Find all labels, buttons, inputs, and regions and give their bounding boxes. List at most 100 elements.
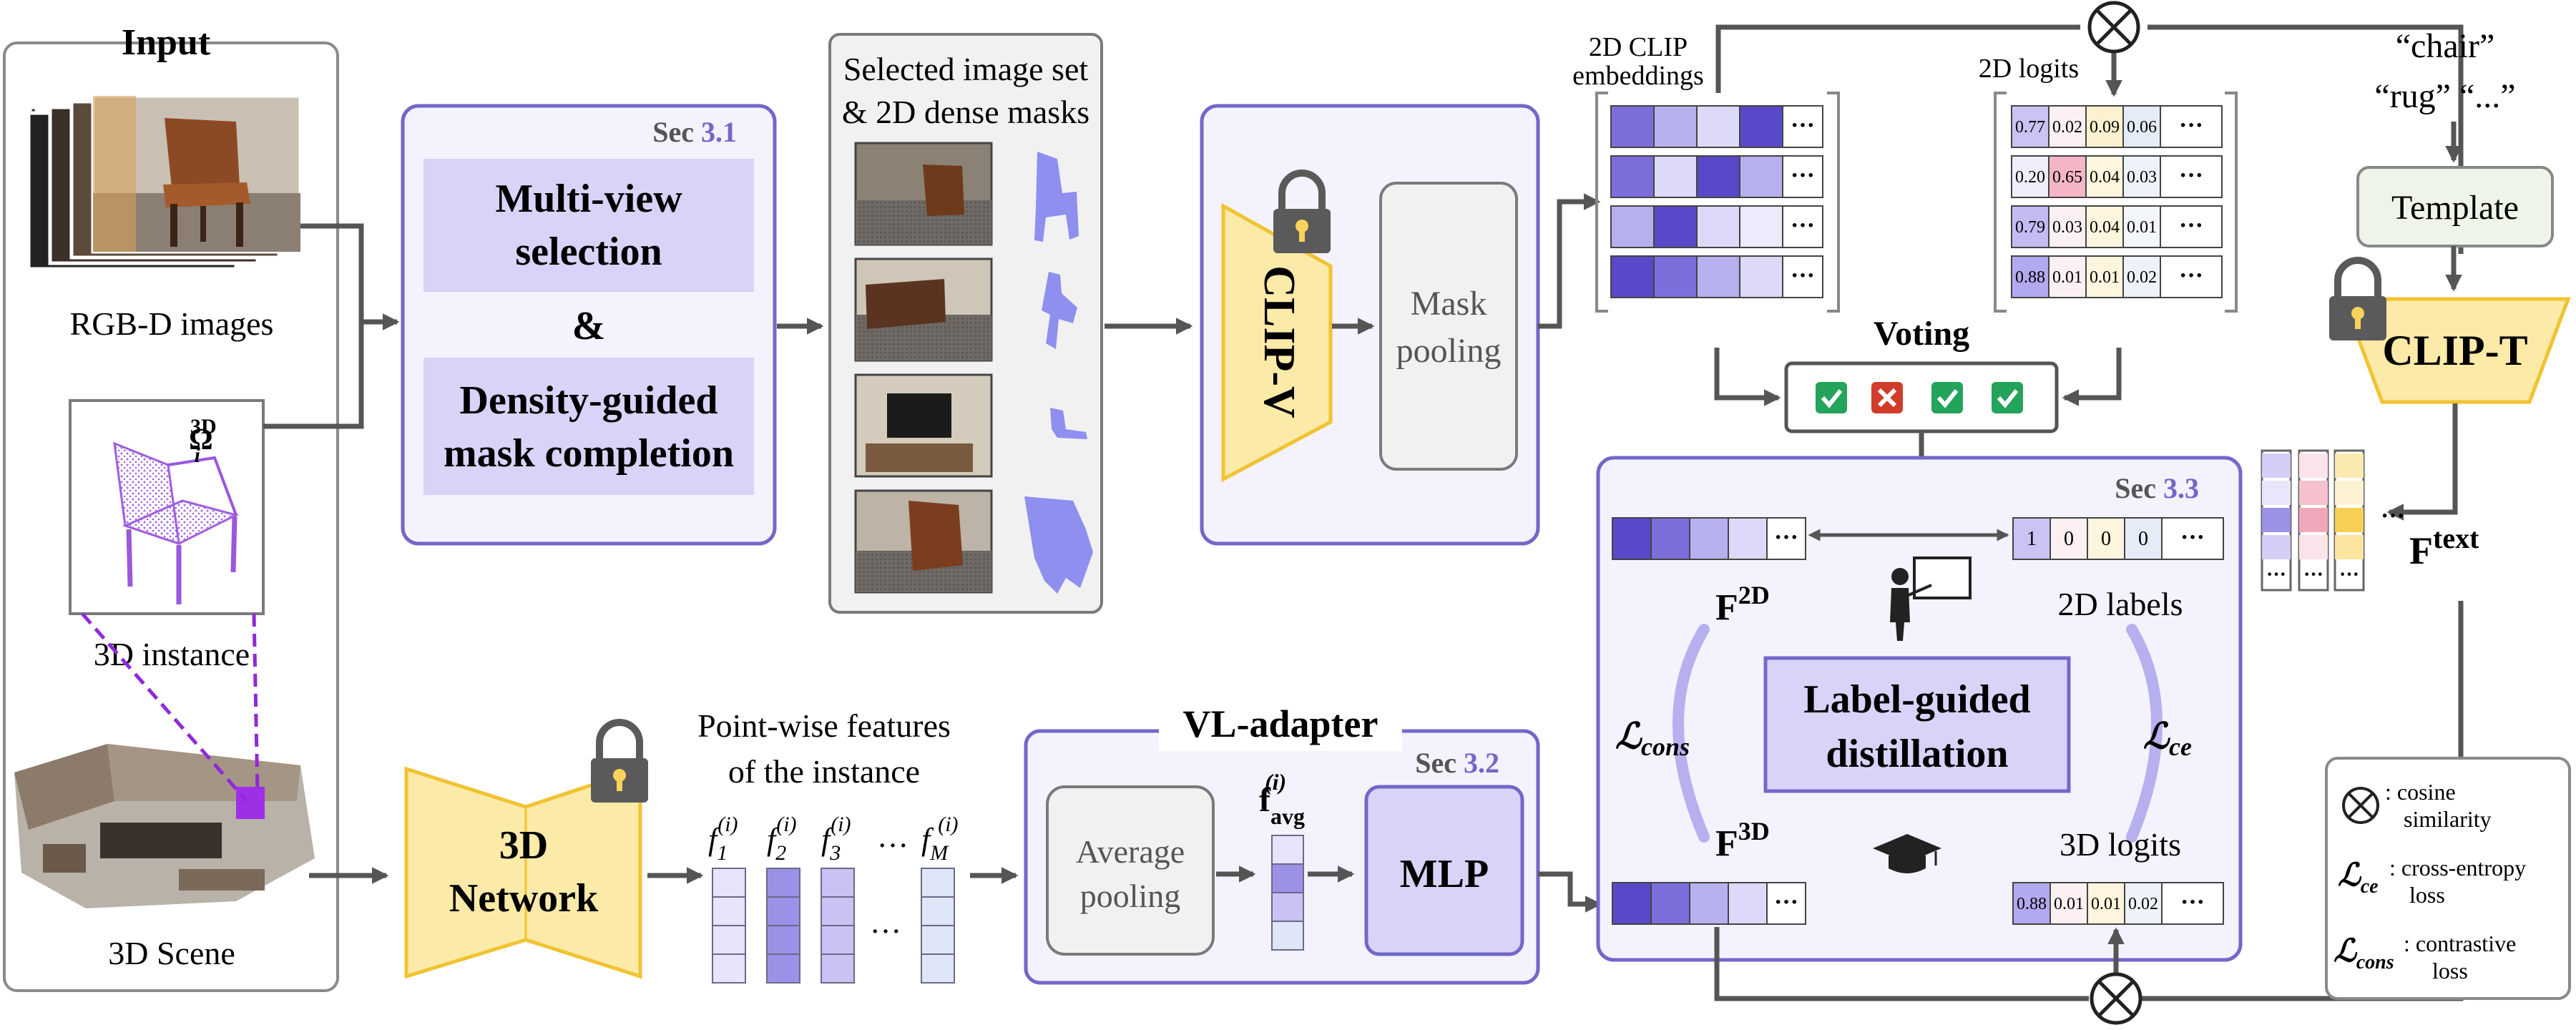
ampersand: & <box>572 304 606 348</box>
section-33-panel: Sec 3.3 ··· 1 0 0 0 ··· F2D 2D labels <box>1596 456 2243 962</box>
f3d-vector <box>1612 882 1806 925</box>
mask-chair-3 <box>1050 408 1087 439</box>
average-pooling-box <box>1046 785 1215 956</box>
distillation-line1: Label-guided <box>1803 677 2030 722</box>
clip-t-trapezoid <box>2341 297 2571 404</box>
feature-label-1: f1(i) <box>708 813 738 865</box>
mask-pooling-box <box>1379 182 1518 471</box>
mask-chair-4 <box>1024 496 1093 594</box>
feature-column-2 <box>766 868 800 984</box>
labels-2d-vector <box>2012 517 2224 560</box>
network-line2: Network <box>449 876 599 921</box>
network-3d: 3D Network <box>404 719 648 979</box>
svg-text:···: ··· <box>1791 162 1815 189</box>
distillation-line2: distillation <box>1826 732 2008 776</box>
embedding-row-4: ··· <box>1610 255 1823 298</box>
svg-text:···: ··· <box>1791 263 1815 289</box>
clip-embeddings-block: 2D CLIP embeddings ··· ··· ··· <box>1572 32 1840 313</box>
average-pooling-line2: pooling <box>1080 878 1181 914</box>
mask-pooling-line2: pooling <box>1396 332 1502 370</box>
label-guided-distillation-box <box>1763 656 2071 793</box>
svg-text:···: ··· <box>2303 564 2323 586</box>
svg-text:0.09: 0.09 <box>2090 118 2120 137</box>
embeddings-left-bracket <box>1595 92 1608 313</box>
legend-ce-line1: : cross-entropy <box>2389 855 2526 881</box>
cosine-similarity-icon <box>2090 972 2142 1025</box>
svg-text:···: ··· <box>2381 503 2405 529</box>
clip-t-label: CLIP-T <box>2382 327 2527 374</box>
rgbd-image-stack: · · · <box>26 94 303 271</box>
legend-ce-line2: loss <box>2409 882 2445 908</box>
svg-text:···: ··· <box>2339 564 2359 586</box>
density-completion-box <box>423 358 754 495</box>
instance-symbol: Ωi3D <box>189 415 217 467</box>
svg-text:···: ··· <box>2179 263 2203 289</box>
teacher-icon <box>1890 556 1972 641</box>
vl-adapter-panel: VL-adapter Sec 3.2 Average pooling favg(… <box>1024 702 1540 985</box>
legend-cons-line2: loss <box>2432 958 2468 984</box>
svg-text:0.01: 0.01 <box>2091 895 2121 913</box>
svg-text:0.03: 0.03 <box>2052 218 2082 237</box>
density-line2: mask completion <box>444 431 734 476</box>
rgbd-label: RGB-D images <box>70 305 274 342</box>
svg-text:···: ··· <box>1774 889 1798 916</box>
graduation-cap-icon <box>1873 834 1941 873</box>
svg-text:0.02: 0.02 <box>2127 268 2157 287</box>
class-word-2: “rug” “...” <box>2374 77 2515 115</box>
svg-text:0.06: 0.06 <box>2127 118 2157 137</box>
selected-image-2 <box>854 258 993 362</box>
sec31-tag: Sec 3.1 <box>652 116 737 148</box>
svg-text:0.01: 0.01 <box>2054 895 2084 913</box>
selected-image-1 <box>854 142 993 246</box>
chair-photo <box>163 118 250 247</box>
voting-block: Voting <box>1784 315 2059 433</box>
density-line1: Density-guided <box>460 378 718 423</box>
f2d-label: F2D <box>1715 581 1770 628</box>
mlp-label: MLP <box>1400 852 1489 896</box>
mask-chair-1 <box>1034 152 1079 242</box>
svg-text:0.79: 0.79 <box>2015 218 2045 237</box>
feature-label-2: f2(i) <box>767 813 797 865</box>
svg-text:0: 0 <box>2064 528 2074 550</box>
labels-2d-title: 2D labels <box>2057 586 2183 622</box>
embedding-row-1: ··· <box>1610 105 1823 148</box>
cosine-legend-icon <box>2342 787 2379 824</box>
svg-text:0.02: 0.02 <box>2128 895 2158 913</box>
sec33-tag: Sec 3.3 <box>2115 472 2199 504</box>
legend-cos-line1: : cosine <box>2385 779 2456 805</box>
multiview-selection-box <box>423 159 754 292</box>
embedding-row-2: ··· <box>1610 155 1823 198</box>
logits-2d-label: 2D logits <box>1979 54 2079 84</box>
svg-text:1: 1 <box>2027 528 2037 550</box>
selected-image-4 <box>854 489 993 594</box>
cosine-similarity-icon <box>2087 1 2140 54</box>
ftext-matrix: ··· ··· ··· ··· <box>2261 449 2405 592</box>
feature-column-3 <box>821 868 855 984</box>
feature-label-m: fM(i) <box>921 813 959 865</box>
svg-text:0.77: 0.77 <box>2015 118 2045 137</box>
svg-text:0.04: 0.04 <box>2090 218 2120 237</box>
vl-adapter-title: VL-adapter <box>1183 702 1378 745</box>
ftext-label: Ftext <box>2409 522 2479 572</box>
voting-label: Voting <box>1874 315 1969 353</box>
feature-column-m <box>921 868 955 984</box>
embeddings-right-bracket <box>1827 92 1840 313</box>
logits-row-1: 0.77 0.02 0.09 0.06 ··· <box>2011 105 2223 148</box>
clip-v-panel: CLIP-V Mask pooling <box>1200 104 1540 546</box>
svg-text:···: ··· <box>2179 162 2203 189</box>
input-title: Input <box>122 22 211 63</box>
instance-label: 3D instance <box>94 636 250 672</box>
svg-text:···: ··· <box>1774 524 1798 551</box>
template-label: Template <box>2391 189 2519 227</box>
feature-label-3: f3(i) <box>821 813 851 865</box>
svg-text:0.01: 0.01 <box>2127 218 2157 237</box>
instance-callout-lines <box>81 612 260 803</box>
point-cloud-chair <box>113 441 240 604</box>
mask-pooling-line1: Mask <box>1411 285 1487 323</box>
legend-cos-line2: similarity <box>2404 806 2492 832</box>
input-to-sec31-connector <box>263 223 400 429</box>
lcons-arc <box>1673 624 1710 843</box>
legend: : cosine similarity ℒce : cross-entropy … <box>2325 757 2571 1000</box>
mask-chair-2 <box>1042 272 1077 349</box>
feature-dots: … <box>877 819 909 854</box>
